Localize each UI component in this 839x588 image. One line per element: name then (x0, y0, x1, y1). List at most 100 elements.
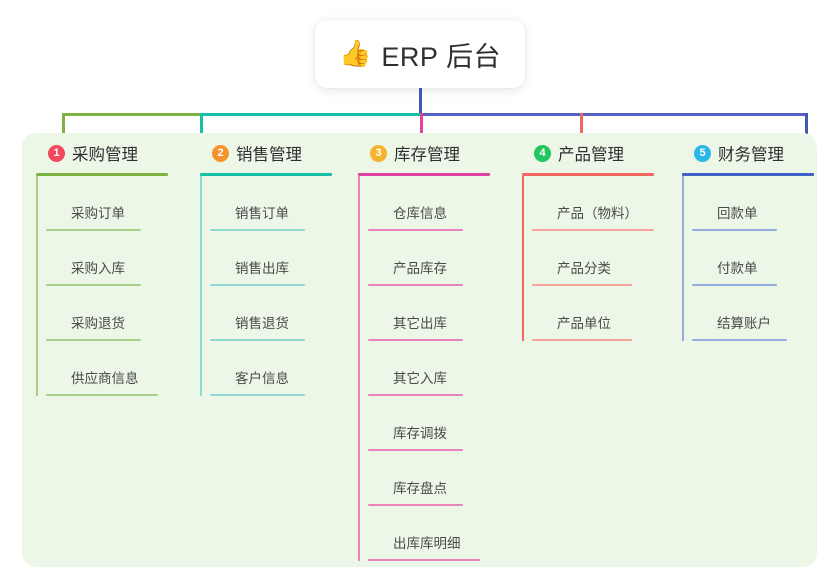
leaf-rule (532, 229, 654, 231)
leaf-rule (210, 394, 305, 396)
leaf-item[interactable]: 采购入库 (46, 231, 200, 286)
leaf-rule (368, 339, 463, 341)
leaf-label: 库存盘点 (393, 481, 447, 496)
leaf-item[interactable]: 库存盘点 (368, 451, 522, 506)
category-rule-3 (358, 173, 490, 176)
category-drop-line-5 (805, 113, 808, 139)
leaf-rule (210, 284, 305, 286)
leaf-label: 库存调拨 (393, 426, 447, 441)
leaf-list-5: 回款单付款单结算账户 (682, 176, 839, 341)
leaf-item[interactable]: 付款单 (692, 231, 839, 286)
category-rule-2 (200, 173, 332, 176)
leaf-label: 销售订单 (235, 206, 289, 221)
branch-panel (22, 133, 817, 567)
leaf-label: 仓库信息 (393, 206, 447, 221)
category-rule-5 (682, 173, 814, 176)
category-header-4[interactable]: 4 产品管理 (522, 133, 686, 173)
leaf-rule (46, 284, 141, 286)
leaf-item[interactable]: 销售出库 (210, 231, 364, 286)
leaf-label: 结算账户 (717, 316, 771, 331)
category-column-5: 5 财务管理回款单付款单结算账户 (682, 133, 839, 341)
category-label-5: 财务管理 (718, 146, 784, 164)
leaf-label: 产品单位 (557, 316, 611, 331)
leaf-rule (46, 229, 141, 231)
leaf-rule (368, 559, 480, 561)
category-rule-4 (522, 173, 654, 176)
bus-segment-2 (200, 113, 420, 116)
category-drop-line-2 (200, 113, 203, 139)
category-column-4: 4 产品管理产品（物料）产品分类产品单位 (522, 133, 686, 341)
leaf-item[interactable]: 其它出库 (368, 286, 522, 341)
leaf-item[interactable]: 采购退货 (46, 286, 200, 341)
leaf-rule (692, 284, 777, 286)
leaf-spine-1 (36, 176, 38, 396)
leaf-item[interactable]: 采购订单 (46, 176, 200, 231)
category-badge-1: 1 (48, 144, 65, 162)
leaf-spine-4 (522, 176, 524, 341)
leaf-spine-2 (200, 176, 202, 396)
leaf-item[interactable]: 客户信息 (210, 341, 364, 396)
leaf-item[interactable]: 销售订单 (210, 176, 364, 231)
leaf-item[interactable]: 产品（物料） (532, 176, 686, 231)
leaf-item[interactable]: 其它入库 (368, 341, 522, 396)
leaf-list-3: 仓库信息产品库存其它出库其它入库库存调拨库存盘点出库库明细 (358, 176, 522, 561)
category-badge-5: 5 (694, 144, 711, 162)
leaf-label: 供应商信息 (71, 371, 139, 386)
bus-segment-1 (62, 113, 200, 116)
leaf-rule (532, 284, 632, 286)
leaf-item[interactable]: 供应商信息 (46, 341, 200, 396)
leaf-list-1: 采购订单采购入库采购退货供应商信息 (36, 176, 200, 396)
leaf-item[interactable]: 库存调拨 (368, 396, 522, 451)
leaf-rule (692, 339, 787, 341)
leaf-item[interactable]: 销售退货 (210, 286, 364, 341)
leaf-item[interactable]: 产品库存 (368, 231, 522, 286)
leaf-label: 出库库明细 (393, 536, 461, 551)
leaf-item[interactable]: 出库库明细 (368, 506, 522, 561)
leaf-rule (368, 284, 463, 286)
leaf-label: 产品库存 (393, 261, 447, 276)
leaf-rule (532, 339, 632, 341)
category-label-4: 产品管理 (558, 146, 624, 164)
category-header-5[interactable]: 5 财务管理 (682, 133, 839, 173)
leaf-rule (46, 394, 158, 396)
leaf-label: 其它出库 (393, 316, 447, 331)
leaf-label: 采购订单 (71, 206, 125, 221)
category-rule-1 (36, 173, 168, 176)
leaf-label: 销售出库 (235, 261, 289, 276)
leaf-label: 采购退货 (71, 316, 125, 331)
leaf-item[interactable]: 回款单 (692, 176, 839, 231)
leaf-label: 其它入库 (393, 371, 447, 386)
leaf-rule (210, 229, 305, 231)
leaf-label: 客户信息 (235, 371, 289, 386)
leaf-label: 销售退货 (235, 316, 289, 331)
leaf-item[interactable]: 产品单位 (532, 286, 686, 341)
category-label-2: 销售管理 (236, 146, 302, 164)
leaf-rule (692, 229, 777, 231)
bus-segment-3 (420, 113, 805, 116)
leaf-label: 付款单 (717, 261, 758, 276)
leaf-rule (368, 229, 463, 231)
leaf-rule (210, 339, 305, 341)
leaf-label: 采购入库 (71, 261, 125, 276)
leaf-rule (46, 339, 141, 341)
leaf-rule (368, 449, 463, 451)
category-drop-line-3 (420, 113, 423, 139)
leaf-item[interactable]: 仓库信息 (368, 176, 522, 231)
leaf-list-2: 销售订单销售出库销售退货客户信息 (200, 176, 364, 396)
leaf-list-4: 产品（物料）产品分类产品单位 (522, 176, 686, 341)
root-drop-line (419, 88, 422, 115)
leaf-item[interactable]: 产品分类 (532, 231, 686, 286)
leaf-rule (368, 394, 463, 396)
leaf-item[interactable]: 结算账户 (692, 286, 839, 341)
category-badge-4: 4 (534, 144, 551, 162)
leaf-spine-5 (682, 176, 684, 341)
category-label-3: 库存管理 (394, 146, 460, 164)
root-node[interactable]: 👍 ERP 后台 (315, 20, 525, 88)
